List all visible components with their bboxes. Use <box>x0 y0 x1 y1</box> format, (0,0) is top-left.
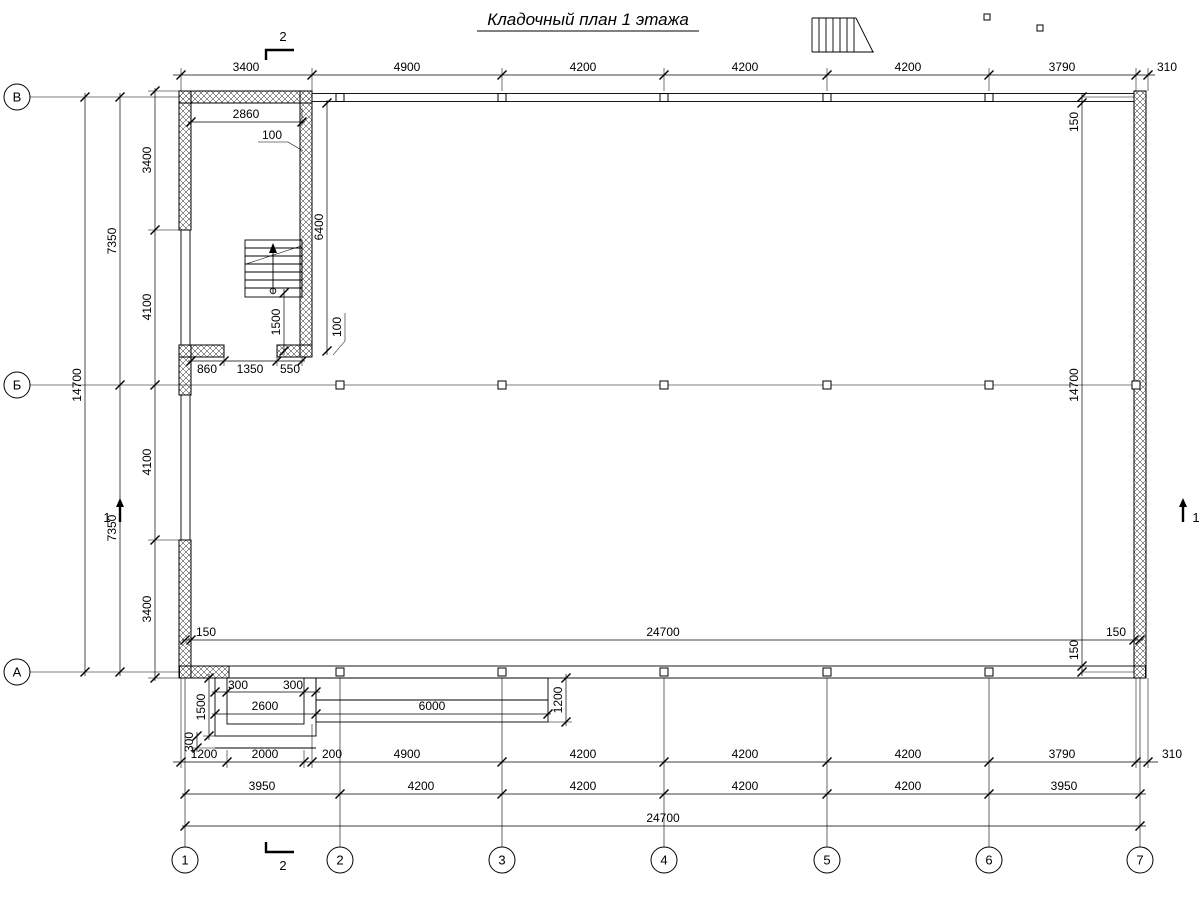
axis-label: Б <box>13 378 22 393</box>
dim-label: 6000 <box>419 699 446 713</box>
dim-label: 4200 <box>570 60 597 74</box>
dim-label: 4200 <box>895 747 922 761</box>
dim-labels-porch: 300 300 2600 6000 1200 1500 300 <box>182 678 565 752</box>
row-axis-markers: В Б А <box>3 83 31 686</box>
dim-label: 24700 <box>646 811 680 825</box>
dim-label: 4200 <box>408 779 435 793</box>
dim-labels-stairwell: 2860 100 6400 1500 100 860 1350 550 <box>197 107 344 376</box>
axis-circle <box>171 846 199 874</box>
dim-label: 4900 <box>394 747 421 761</box>
dim-label: 3400 <box>140 595 154 622</box>
extension-lines <box>148 68 1149 768</box>
section-mark-1-left: 1 <box>103 498 124 525</box>
dim-label: 4200 <box>570 779 597 793</box>
dim-label: 4200 <box>895 779 922 793</box>
dim-label: 200 <box>322 747 342 761</box>
dim-label: 3950 <box>1051 779 1078 793</box>
dim-label: 1500 <box>194 693 208 720</box>
section-label: 1 <box>1192 510 1199 525</box>
dim-label: 1200 <box>191 747 218 761</box>
dim-label: 2860 <box>233 107 260 121</box>
axis-label: 3 <box>498 853 505 868</box>
dim-label: 300 <box>228 678 248 692</box>
dim-label: 150 <box>1106 625 1126 639</box>
dim-label: 150 <box>196 625 216 639</box>
dimension-lines <box>84 74 1158 827</box>
dim-label: 2000 <box>252 747 279 761</box>
dim-label: 4900 <box>394 60 421 74</box>
dim-label: 1350 <box>237 362 264 376</box>
axis-circle <box>975 846 1003 874</box>
dim-label: 100 <box>262 128 282 142</box>
dim-label: 300 <box>182 732 196 752</box>
axis-label: 6 <box>985 853 992 868</box>
axis-label: В <box>13 90 22 105</box>
section-label: 1 <box>103 510 110 525</box>
axis-circle <box>813 846 841 874</box>
dim-label: 860 <box>197 362 217 376</box>
dim-label: 14700 <box>1067 368 1081 402</box>
dim-label: 550 <box>280 362 300 376</box>
dim-label: 3790 <box>1049 60 1076 74</box>
dim-label: 3950 <box>249 779 276 793</box>
drawing-title: Кладочный план 1 этажа <box>487 10 689 29</box>
dim-label: 4100 <box>140 448 154 475</box>
dim-labels-right: 150 14700 150 <box>1067 112 1081 660</box>
porches <box>214 677 549 749</box>
dim-label: 3790 <box>1049 747 1076 761</box>
axis-label: 2 <box>336 853 343 868</box>
dim-label: 24700 <box>646 625 680 639</box>
column-markers <box>335 13 1141 677</box>
section-mark-1-right: 1 <box>1179 498 1200 525</box>
dim-label: 14700 <box>70 368 84 402</box>
dim-label: 7350 <box>105 514 119 541</box>
dim-label: 4200 <box>732 747 759 761</box>
axis-circle <box>650 846 678 874</box>
section-label: 2 <box>279 858 286 873</box>
section-mark-2-top: 2 <box>264 29 294 60</box>
dim-label: 300 <box>283 678 303 692</box>
staircase <box>244 239 303 298</box>
axis-label: 1 <box>181 853 188 868</box>
dim-labels-bottom-rows: 1200 2000 200 4900 4200 4200 4200 3790 3… <box>191 747 1183 825</box>
axis-circle <box>1126 846 1154 874</box>
axis-circle <box>3 658 31 686</box>
dim-label: 310 <box>1162 747 1182 761</box>
dim-labels-left: 3400 4100 4100 3400 7350 7350 14700 <box>70 146 154 622</box>
dim-label: 4200 <box>895 60 922 74</box>
axis-label: 4 <box>660 853 667 868</box>
dim-label: 2600 <box>252 699 279 713</box>
dim-label: 150 <box>1067 112 1081 132</box>
stair-section-icon <box>811 17 874 53</box>
dim-label: 1500 <box>269 308 283 335</box>
axis-label: А <box>13 665 22 680</box>
col-axis-markers: 1 2 3 4 5 6 7 <box>171 846 1154 874</box>
axis-circle <box>488 846 516 874</box>
dim-label: 4200 <box>732 60 759 74</box>
dim-label: 4200 <box>732 779 759 793</box>
dim-label: 7350 <box>105 227 119 254</box>
dim-labels-top: 3400 4900 4200 4200 4200 3790 310 <box>233 60 1178 74</box>
dim-label: 6400 <box>312 213 326 240</box>
axis-circle <box>3 371 31 399</box>
axis-circle <box>3 83 31 111</box>
dim-label: 1200 <box>551 686 565 713</box>
dim-label: 4100 <box>140 293 154 320</box>
axis-label: 5 <box>823 853 830 868</box>
axis-label: 7 <box>1136 853 1143 868</box>
dim-label: 100 <box>330 317 344 337</box>
dim-label: 310 <box>1157 60 1177 74</box>
dim-labels-bottom-inner: 150 24700 150 <box>196 625 1126 639</box>
section-label: 2 <box>279 29 286 44</box>
dim-label: 3400 <box>233 60 260 74</box>
axis-circle <box>326 846 354 874</box>
dim-label: 4200 <box>570 747 597 761</box>
dim-label: 3400 <box>140 146 154 173</box>
section-mark-2-bottom: 2 <box>264 842 294 873</box>
dim-label: 150 <box>1067 640 1081 660</box>
